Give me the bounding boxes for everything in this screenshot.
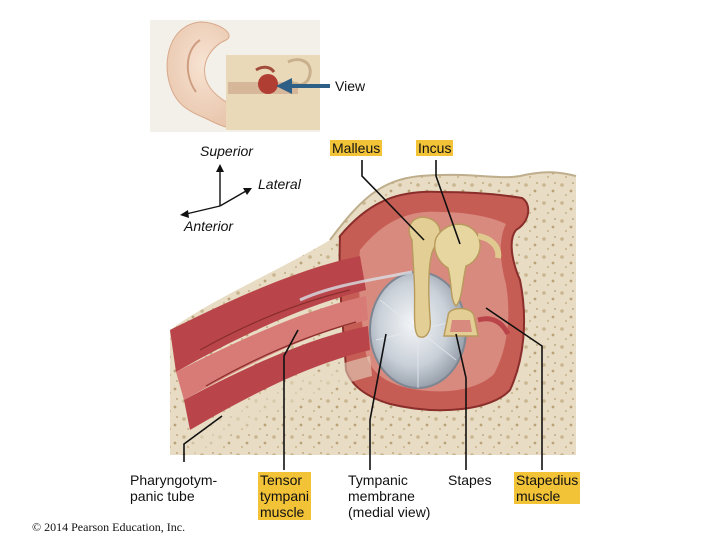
tympanic-membrane-label: Tympanic membrane (medial view) <box>348 472 431 520</box>
anterior-label: Anterior <box>184 218 234 234</box>
superior-label: Superior <box>200 143 253 159</box>
leader-line-malleus <box>361 160 425 241</box>
copyright-notice: © 2014 Pearson Education, Inc. <box>32 520 186 534</box>
stapedius-label: Stapedius muscle <box>514 472 581 504</box>
lateral-label: Lateral <box>258 176 301 192</box>
incus-label: Incus <box>416 140 454 156</box>
orientation-compass-icon <box>180 164 252 218</box>
leader-line-stapedius <box>485 307 543 470</box>
ear-overview-thumbnail <box>150 20 320 132</box>
stapes-label: Stapes <box>448 472 492 488</box>
view-arrow-icon <box>276 78 330 94</box>
leader-line-stapes <box>455 333 467 470</box>
leader-line-tensor-tympani <box>283 329 299 470</box>
pharyngotympanic-tube-label: Pharyngotym- panic tube <box>130 472 218 504</box>
view-label: View <box>335 78 366 94</box>
leader-line-tympanic-membrane <box>369 333 387 470</box>
middle-ear-cross-section <box>170 171 577 456</box>
leader-line-pharyngotympanic-tube <box>183 415 223 462</box>
leader-line-incus <box>435 160 461 245</box>
leader-lines <box>183 160 543 470</box>
tensor-tympani-label: Tensor tympani muscle <box>258 472 312 520</box>
malleus-label: Malleus <box>330 140 383 156</box>
